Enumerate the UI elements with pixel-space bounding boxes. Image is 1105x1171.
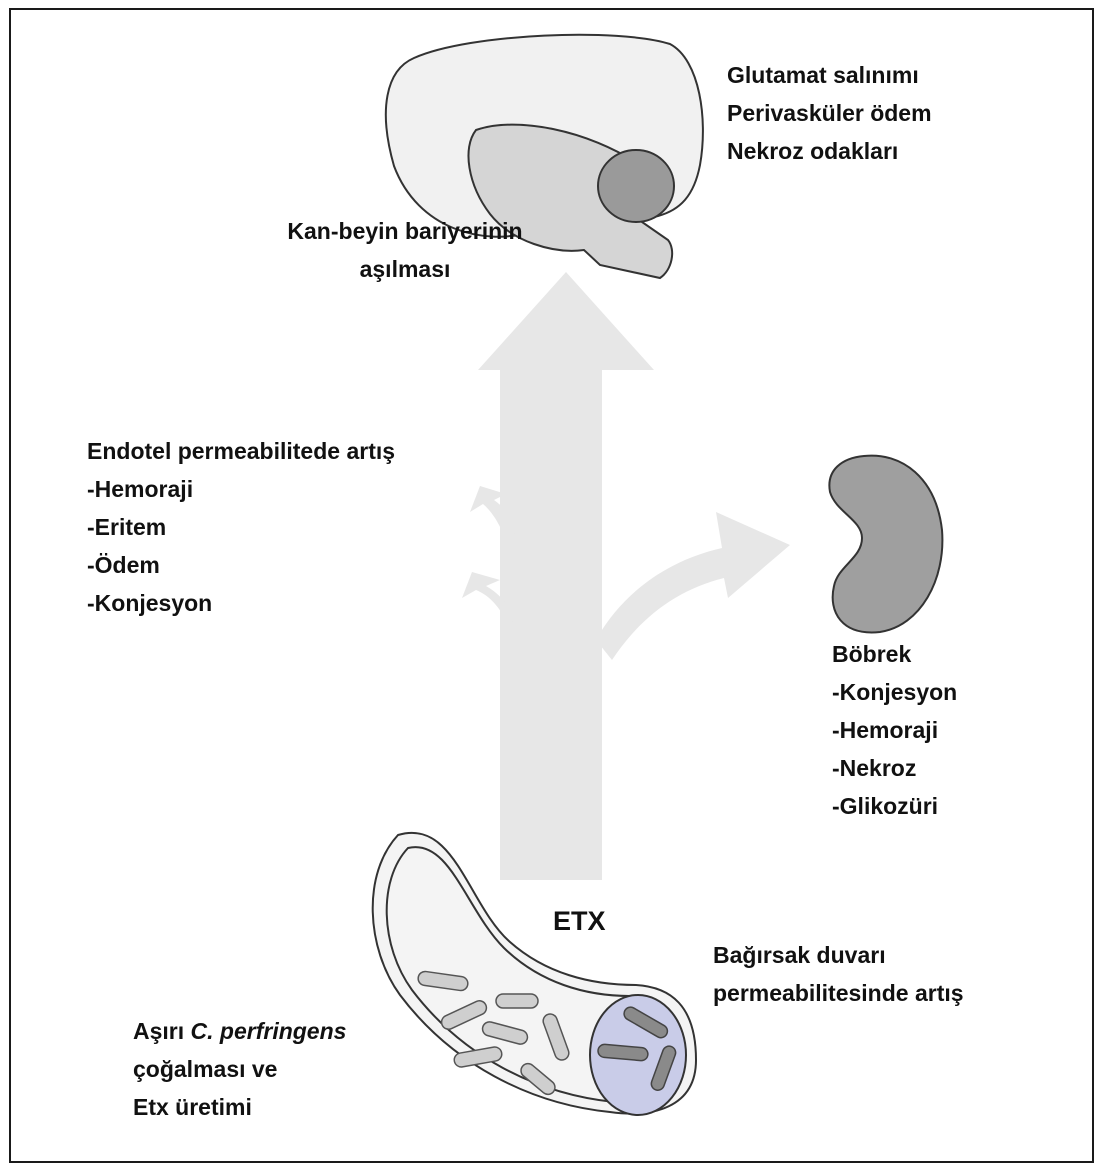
kidney-item: -Glikozüri — [832, 787, 957, 825]
kidney-icon — [829, 456, 942, 633]
brain-effect-2: Perivasküler ödem — [727, 94, 932, 132]
brain-effect-1: Glutamat salınımı — [727, 56, 932, 94]
intestine-wall-label: Bağırsak duvarı permeabilitesinde artış — [713, 936, 964, 1012]
kidney-item: -Konjesyon — [832, 673, 957, 711]
bbb-line-1: Kan-beyin bariyerinin — [255, 212, 555, 250]
kidney-item: -Nekroz — [832, 749, 957, 787]
source-line-1: Aşırı C. perfringens — [133, 1012, 346, 1050]
source-line-2: çoğalması ve — [133, 1050, 346, 1088]
species-name: C. perfringens — [191, 1018, 347, 1044]
cerebellum — [598, 150, 674, 222]
endothelium-item: -Ödem — [87, 546, 395, 584]
endothelium-heading: Endotel permeabilitede artış — [87, 432, 395, 470]
endothelium-item: -Hemoraji — [87, 470, 395, 508]
main-arrow-to-brain — [478, 272, 654, 880]
etx-label: ETX — [553, 906, 606, 937]
etx-spread-arrows — [462, 272, 790, 880]
brain-effect-3: Nekroz odakları — [727, 132, 932, 170]
source-line-3: Etx üretimi — [133, 1088, 346, 1126]
kidney-branch-arrow — [596, 512, 790, 660]
bacteria-source-label: Aşırı C. perfringens çoğalması ve Etx ür… — [133, 1012, 346, 1126]
kidney-item: -Hemoraji — [832, 711, 957, 749]
endothelium-item: -Konjesyon — [87, 584, 395, 622]
intestine-wall-line-2: permeabilitesinde artış — [713, 974, 964, 1012]
brain-effects-label: Glutamat salınımı Perivasküler ödem Nekr… — [727, 56, 932, 170]
endothelium-label: Endotel permeabilitede artış -Hemoraji -… — [87, 432, 395, 622]
bbb-label: Kan-beyin bariyerinin aşılması — [255, 212, 555, 288]
source-prefix: Aşırı — [133, 1018, 191, 1044]
endothelium-item: -Eritem — [87, 508, 395, 546]
kidney-label: Böbrek -Konjesyon -Hemoraji -Nekroz -Gli… — [832, 635, 957, 825]
bbb-line-2: aşılması — [255, 250, 555, 288]
intestine-wall-line-1: Bağırsak duvarı — [713, 936, 964, 974]
kidney-heading: Böbrek — [832, 635, 957, 673]
